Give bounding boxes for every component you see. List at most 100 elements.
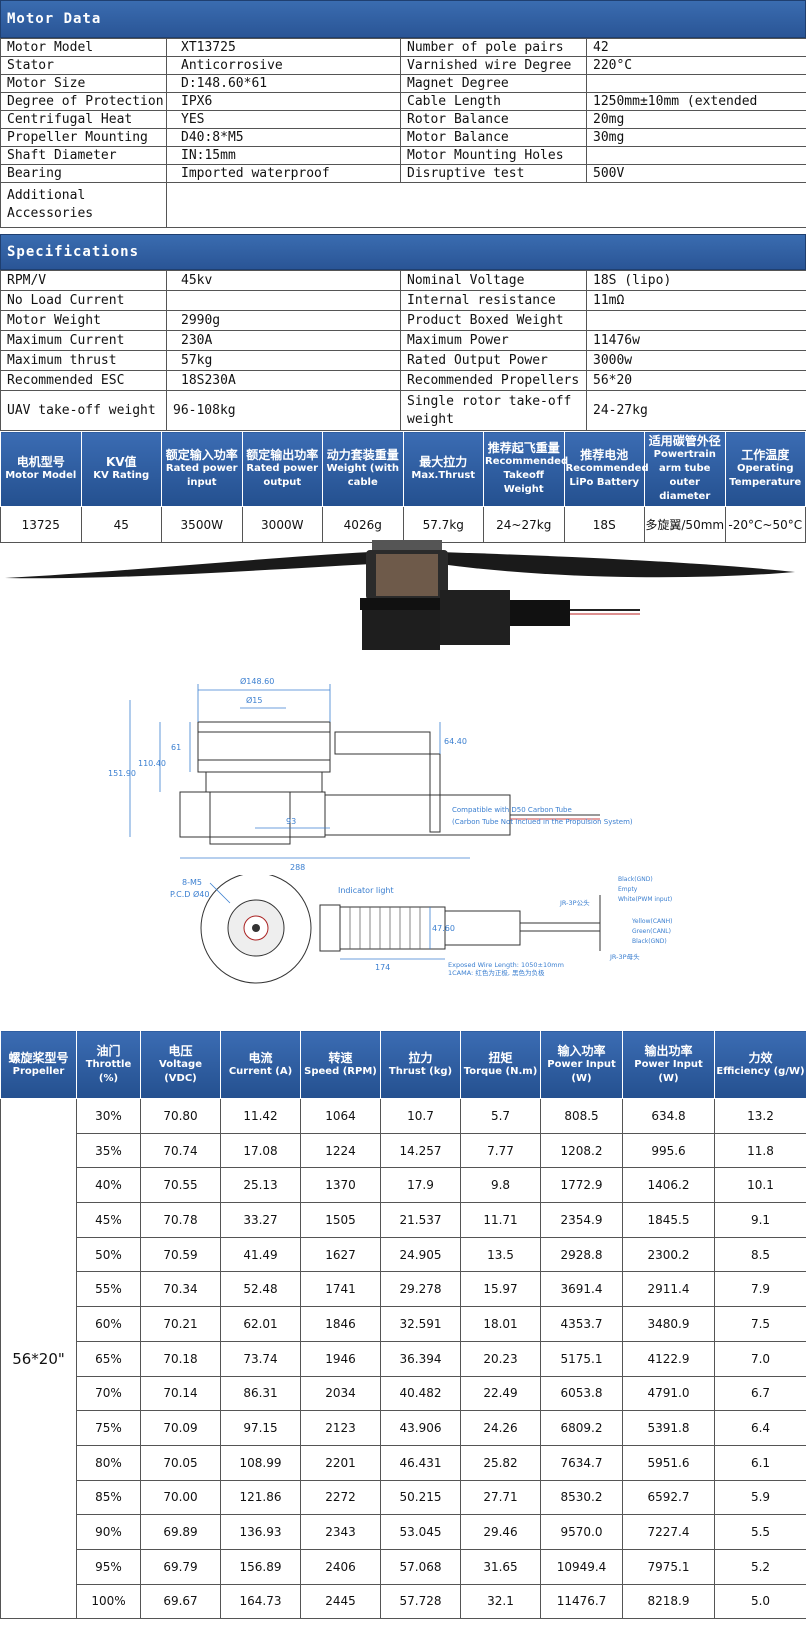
performance-cell: 6.1 (714, 1444, 806, 1481)
header-en: Operating Temperature (729, 463, 802, 488)
spec-label: Cable Length (400, 92, 587, 111)
performance-cell: 10.1 (714, 1167, 806, 1204)
performance-cell: 6.7 (714, 1375, 806, 1412)
dim-174: 174 (375, 963, 390, 972)
header-cn: 工作温度 (741, 448, 790, 462)
performance-cell: 2343 (300, 1514, 381, 1550)
spec-label: Rotor Balance (400, 110, 587, 129)
spec-value: 2990g (166, 310, 401, 331)
spec-value: 18S230A (166, 370, 401, 391)
performance-cell: 70% (76, 1375, 141, 1412)
product-photo (5, 540, 795, 650)
performance-cell: 21.537 (380, 1202, 461, 1238)
summary-value: 3000W (241, 506, 323, 543)
jr-male-note: JR-3P公头 (559, 898, 590, 907)
lead-0: Black(GND) (618, 876, 653, 883)
header-cn: 扭矩 (488, 1050, 513, 1065)
spec-label: Motor Size (0, 74, 167, 93)
header-en: Motor Model (5, 470, 77, 481)
spec-value: 500V (586, 164, 806, 183)
performance-cell: 50.215 (380, 1479, 461, 1516)
spec-value: 18S (lipo) (586, 270, 806, 291)
dim-288: 288 (290, 863, 305, 870)
spec-label: Shaft Diameter (0, 146, 167, 165)
performance-cell: 1772.9 (540, 1167, 623, 1204)
performance-cell: 80% (76, 1444, 141, 1481)
performance-cell: 25.82 (460, 1444, 541, 1481)
performance-cell: 7.0 (714, 1340, 806, 1377)
performance-cell: 15.97 (460, 1271, 541, 1308)
performance-cell: 27.71 (460, 1479, 541, 1516)
performance-cell: 9570.0 (540, 1514, 623, 1550)
performance-cell: 164.73 (220, 1583, 301, 1620)
header-cn: 推荐起飞重量 (487, 441, 560, 455)
spec-value: 24-27kg (586, 390, 806, 431)
dim-64: 64.40 (444, 737, 467, 746)
performance-cell: 5175.1 (540, 1340, 623, 1377)
spec-value: 56*20 (586, 370, 806, 391)
performance-cell: 8218.9 (622, 1583, 715, 1620)
performance-cell: 7634.7 (540, 1444, 623, 1481)
dim-m5: 8-M5 (182, 878, 202, 887)
header-cn: KV值 (105, 455, 137, 469)
performance-cell: 9.1 (714, 1202, 806, 1238)
performance-cell: 6.4 (714, 1410, 806, 1446)
performance-cell: 2272 (300, 1479, 381, 1516)
spec-label: Number of pole pairs (400, 38, 587, 57)
lead-3: Yellow(CANH) (631, 918, 672, 925)
header-en: KV Rating (93, 470, 150, 481)
performance-cell: 65% (76, 1340, 141, 1377)
spec-value: D:148.60*61 (166, 74, 401, 93)
performance-cell: 29.46 (460, 1514, 541, 1550)
header-cn: 电压 (168, 1043, 193, 1058)
table-row: Additional Accessories (0, 182, 806, 228)
performance-cell: 70.00 (140, 1479, 221, 1516)
motor-data-header: Motor Data (0, 0, 806, 38)
dim-47: 47.60 (432, 924, 455, 933)
performance-cell: 70.05 (140, 1444, 221, 1481)
header-en: Recommended LiPo Battery (565, 463, 649, 488)
performance-cell: 53.045 (380, 1514, 461, 1550)
spec-label: UAV take-off weight (0, 390, 167, 431)
performance-cell: 7227.4 (622, 1514, 715, 1550)
spec-value: 96-108kg (166, 390, 401, 431)
spec-value: 11476w (586, 330, 806, 351)
performance-cell: 2445 (300, 1583, 381, 1620)
header-en: Powertrain arm tube outer diameter (653, 449, 716, 502)
performance-cell: 5.7 (460, 1098, 541, 1134)
performance-cell: 1406.2 (622, 1167, 715, 1204)
spec-label: Motor Model (0, 38, 167, 57)
performance-cell: 46.431 (380, 1444, 461, 1481)
summary-value: 24~27kg (483, 506, 565, 543)
performance-cell: 3691.4 (540, 1271, 623, 1308)
header-en: Voltage (VDC) (159, 1058, 202, 1084)
lead-5: Black(GND) (632, 938, 667, 945)
performance-cell: 4791.0 (622, 1375, 715, 1412)
spec-label: Maximum thrust (0, 350, 167, 371)
performance-cell: 11.71 (460, 1202, 541, 1238)
performance-cell: 70.55 (140, 1167, 221, 1204)
header-en: Rated power input (165, 463, 238, 488)
performance-cell: 24.26 (460, 1410, 541, 1446)
spec-label: Stator (0, 56, 167, 75)
performance-cell: 13.2 (714, 1098, 806, 1134)
lead-1: Empty (618, 886, 638, 893)
performance-cell: 75% (76, 1410, 141, 1446)
spec-label: Motor Mounting Holes (400, 146, 587, 165)
performance-cell: 8530.2 (540, 1479, 623, 1516)
performance-cell: 2354.9 (540, 1202, 623, 1238)
